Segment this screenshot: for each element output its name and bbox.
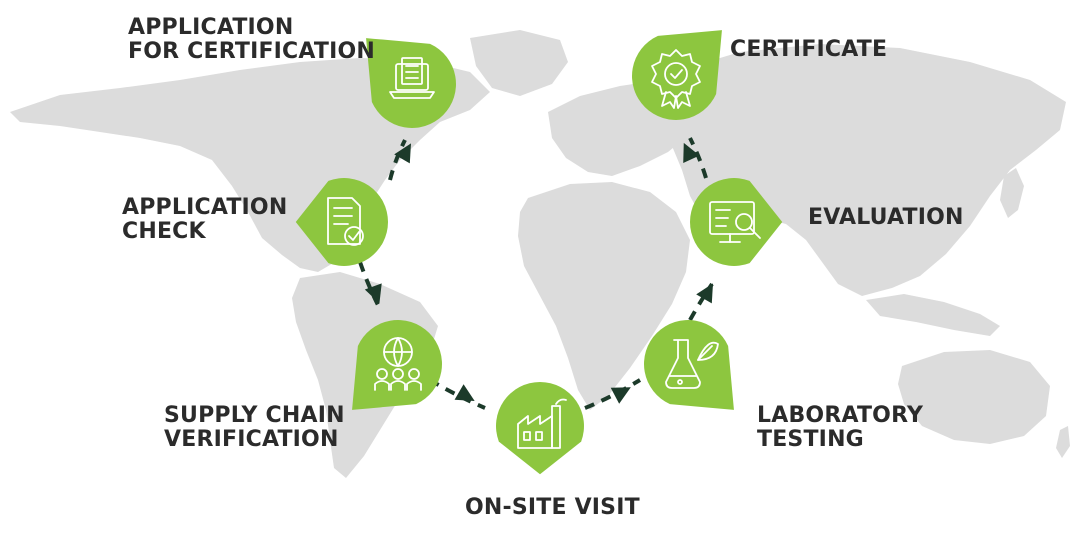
step-label-line: FOR CERTIFICATION — [128, 39, 376, 64]
connector-dash-2 — [358, 261, 380, 306]
leaf-marker — [366, 38, 456, 129]
arrow-head — [454, 384, 475, 401]
step-marker-1 — [366, 38, 456, 129]
arrow-head — [364, 283, 382, 304]
world-map — [10, 30, 1070, 478]
process-connectors — [358, 137, 714, 410]
step-marker-6 — [690, 178, 783, 266]
step-label-line: CHECK — [122, 219, 206, 244]
connector-dash-1 — [388, 139, 407, 181]
factory-icon — [517, 398, 567, 449]
connector-arrow-3 — [454, 384, 475, 401]
continent-asia — [672, 44, 1066, 296]
connector-arrow-2 — [364, 283, 382, 304]
connector-arrow-6 — [683, 142, 700, 164]
connector-dash-4 — [584, 378, 642, 410]
step-marker-2 — [295, 178, 388, 266]
connector-arrow-1 — [394, 143, 411, 164]
step-label-line: ON-SITE VISIT — [465, 495, 640, 520]
step-label-line: APPLICATION — [128, 15, 294, 40]
leaf-marker — [644, 319, 734, 410]
leaf-marker — [496, 382, 584, 475]
step-marker-5 — [644, 319, 734, 410]
connector-dash-3 — [428, 378, 486, 410]
step-label-evaluation: EVALUATION — [808, 206, 964, 230]
arrow-head — [394, 143, 411, 164]
step-label-line: CERTIFICATE — [730, 37, 888, 62]
continent-africa — [518, 182, 690, 410]
connector-arrow-5 — [696, 283, 713, 304]
globe-people-icon — [374, 337, 422, 391]
continent-se-asia-islands — [866, 294, 1000, 336]
step-label-application-check: APPLICATION CHECK — [122, 196, 287, 244]
monitor-magnifier-icon — [709, 201, 761, 243]
award-ribbon-icon — [651, 49, 701, 109]
step-label-line: TESTING — [757, 427, 864, 452]
step-label-line: EVALUATION — [808, 205, 964, 230]
step-label-certificate: CERTIFICATE — [730, 38, 887, 62]
step-label-on-site-visit: ON-SITE VISIT — [465, 496, 640, 520]
step-label-line: SUPPLY CHAIN — [164, 403, 345, 428]
arrow-head — [696, 283, 713, 304]
arrow-head — [683, 142, 700, 164]
step-marker-3 — [352, 320, 442, 410]
connector-dash-6 — [688, 137, 708, 179]
laptop-document-icon — [389, 57, 435, 99]
leaf-marker — [295, 178, 388, 266]
document-check-icon — [327, 197, 364, 246]
continent-new-zealand — [1056, 426, 1070, 458]
continent-north-america — [10, 58, 490, 272]
step-label-laboratory-testing: LABORATORY TESTING — [757, 404, 923, 452]
step-label-supply-chain-verification: SUPPLY CHAIN VERIFICATION — [164, 404, 345, 452]
connector-arrow-4 — [610, 387, 631, 404]
continent-greenland — [470, 30, 568, 96]
continent-japan — [1000, 168, 1024, 218]
step-label-line: LABORATORY — [757, 403, 924, 428]
flask-leaf-icon — [665, 339, 719, 389]
continent-australia — [898, 350, 1050, 444]
step-marker-4 — [496, 382, 584, 475]
step-label-line: APPLICATION — [122, 195, 288, 220]
step-label-line: VERIFICATION — [164, 427, 339, 452]
step-label-application-for-certification: APPLICATION FOR CERTIFICATION — [128, 16, 375, 64]
step-marker-7 — [632, 30, 722, 120]
process-steps — [295, 30, 783, 475]
arrow-head — [610, 387, 631, 404]
